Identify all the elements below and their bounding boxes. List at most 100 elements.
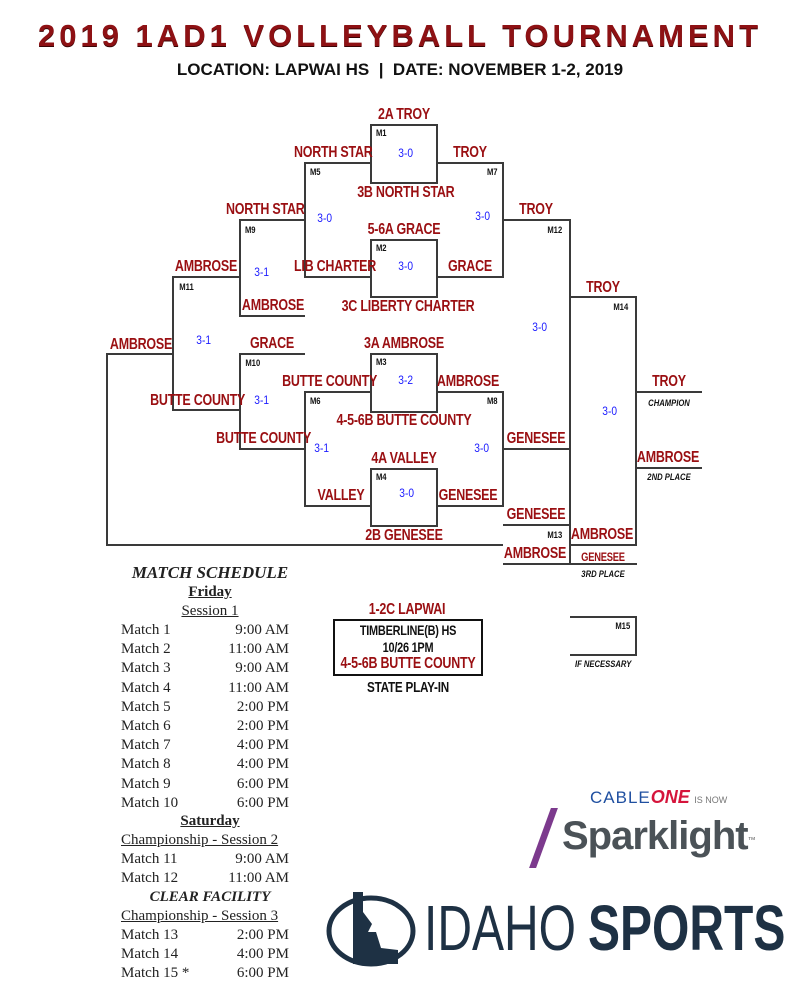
match-time: 6:00 PM: [236, 775, 289, 792]
schedule-row: Match 6 2:00 PM: [121, 718, 289, 737]
m6-score: 3-1: [314, 441, 330, 455]
m14-bottom-team: AMBROSE: [570, 526, 634, 543]
match-name: Match 10: [121, 794, 179, 811]
schedule-row: Match 9 6:00 PM: [121, 776, 289, 795]
match-time: 4:00 PM: [236, 756, 289, 773]
if-necessary-caption: IF NECESSARY: [574, 659, 632, 669]
m8-bottom-team: GENESEE: [438, 487, 498, 504]
one-text: ONE: [650, 787, 690, 807]
match-name: Match 12: [121, 870, 179, 887]
m1-bottom-team: 3B NORTH STAR: [357, 184, 455, 201]
clear-facility-heading: CLEAR FACILITY: [149, 889, 271, 905]
m4-score: 3-0: [399, 486, 415, 500]
m7-bottom-team: GRACE: [448, 258, 492, 275]
m7-label: M7: [486, 167, 498, 177]
m3-top-team: 3A AMBROSE: [364, 335, 444, 352]
m11-winner-team: AMBROSE: [109, 336, 173, 353]
champion-caption: CHAMPION: [648, 398, 690, 408]
m14-score: 3-0: [602, 404, 618, 418]
match-name: Match 1: [121, 622, 171, 638]
schedule-row: Match 3 9:00 AM: [121, 660, 289, 679]
m11-label: M11: [179, 282, 194, 292]
m5-bottom-team: LIB CHARTER: [294, 258, 377, 275]
m3-score: 3-2: [398, 373, 414, 387]
m6-label: M6: [309, 396, 321, 406]
schedule-row: Match 15 * 6:00 PM: [121, 965, 289, 984]
m4-bottom-team: 2B GENESEE: [365, 527, 443, 544]
m10-score: 3-1: [254, 393, 270, 407]
playin-location: TIMBERLINE(B) HS: [359, 622, 457, 638]
playin-caption: STATE PLAY-IN: [367, 679, 449, 696]
match-name: Match 14: [121, 946, 179, 963]
second-place-caption: 2ND PLACE: [647, 472, 691, 482]
cable-one-logo: CABLEONE IS NOW: [590, 787, 727, 808]
match-name: Match 9: [121, 775, 171, 792]
m1-score: 3-0: [398, 146, 414, 160]
match-time: 9:00 AM: [235, 660, 289, 677]
match-time: 11:00 AM: [228, 679, 289, 696]
idaho-text: IDAHO: [424, 892, 577, 964]
m9-score: 3-1: [254, 265, 270, 279]
schedule-row: Match 10 6:00 PM: [121, 795, 289, 814]
third-place-team: GENESEE: [581, 550, 625, 564]
session1-heading: Session 1: [181, 603, 239, 619]
saturday-heading: Saturday: [180, 813, 240, 829]
idaho-sports-logo-icon: [326, 890, 416, 968]
match-time: 9:00 AM: [235, 851, 289, 867]
m7-score: 3-0: [475, 209, 491, 223]
schedule-row: Match 12 11:00 AM: [121, 870, 289, 889]
match-time: 6:00 PM: [236, 965, 289, 982]
match-name: Match 6: [121, 718, 171, 734]
m5-score: 3-0: [317, 211, 333, 225]
playin-box: [333, 619, 483, 676]
match-time: 2:00 PM: [236, 698, 289, 715]
m11-score: 3-1: [196, 333, 212, 347]
match-time: 9:00 AM: [235, 622, 289, 638]
m2-score: 3-0: [398, 259, 414, 273]
match-name: Match 3: [121, 660, 171, 677]
m13-bottom-team: AMBROSE: [503, 545, 567, 562]
m9-bottom-team: AMBROSE: [241, 297, 305, 314]
m15-label: M15: [615, 621, 631, 631]
sparklight-slash-icon: [529, 808, 558, 868]
m8-top-team: AMBROSE: [436, 373, 500, 390]
m12-label: M12: [547, 225, 563, 235]
m7-top-team: TROY: [453, 144, 487, 161]
match-time: 4:00 PM: [236, 946, 289, 963]
match-time: 6:00 PM: [236, 794, 289, 811]
m10-label: M10: [245, 358, 261, 368]
match-name: Match 15 *: [121, 965, 190, 982]
m2-label: M2: [375, 243, 387, 253]
match-name: Match 13: [121, 927, 179, 943]
m4-label: M4: [375, 472, 387, 482]
match-time: 2:00 PM: [236, 718, 289, 734]
cable-text: CABLE: [590, 788, 651, 807]
m3-bottom-team: 4-5-6B BUTTE COUNTY: [336, 412, 472, 429]
m2-bottom-team: 3C LIBERTY CHARTER: [341, 298, 475, 315]
match-time: 11:00 AM: [228, 870, 289, 887]
match-name: Match 7: [121, 737, 171, 754]
m5-label: M5: [309, 167, 321, 177]
session3-heading: Championship - Session 3: [121, 908, 279, 924]
champion-team: TROY: [652, 373, 686, 390]
m10-bottom-team: BUTTE COUNTY: [216, 430, 312, 447]
schedule-title: MATCH SCHEDULE: [131, 563, 289, 582]
schedule-row: Match 8 4:00 PM: [121, 756, 289, 775]
match-name: Match 2: [121, 641, 171, 658]
m12-score: 3-0: [532, 320, 548, 334]
playin-bottom-team: 4-5-6B BUTTE COUNTY: [340, 655, 476, 672]
schedule-row: Match 1 9:00 AM: [121, 622, 289, 641]
third-place-caption: 3RD PLACE: [581, 569, 625, 579]
schedule-row: Match 14 4:00 PM: [121, 946, 289, 965]
m11-bottom-team: BUTTE COUNTY: [150, 392, 246, 409]
m1-label: M1: [375, 128, 387, 138]
playin-top-team: 1-2C LAPWAI: [368, 601, 446, 618]
sports-text: SPORTS: [588, 892, 786, 964]
match-name: Match 8: [121, 756, 171, 773]
m4-top-team: 4A VALLEY: [371, 450, 437, 467]
